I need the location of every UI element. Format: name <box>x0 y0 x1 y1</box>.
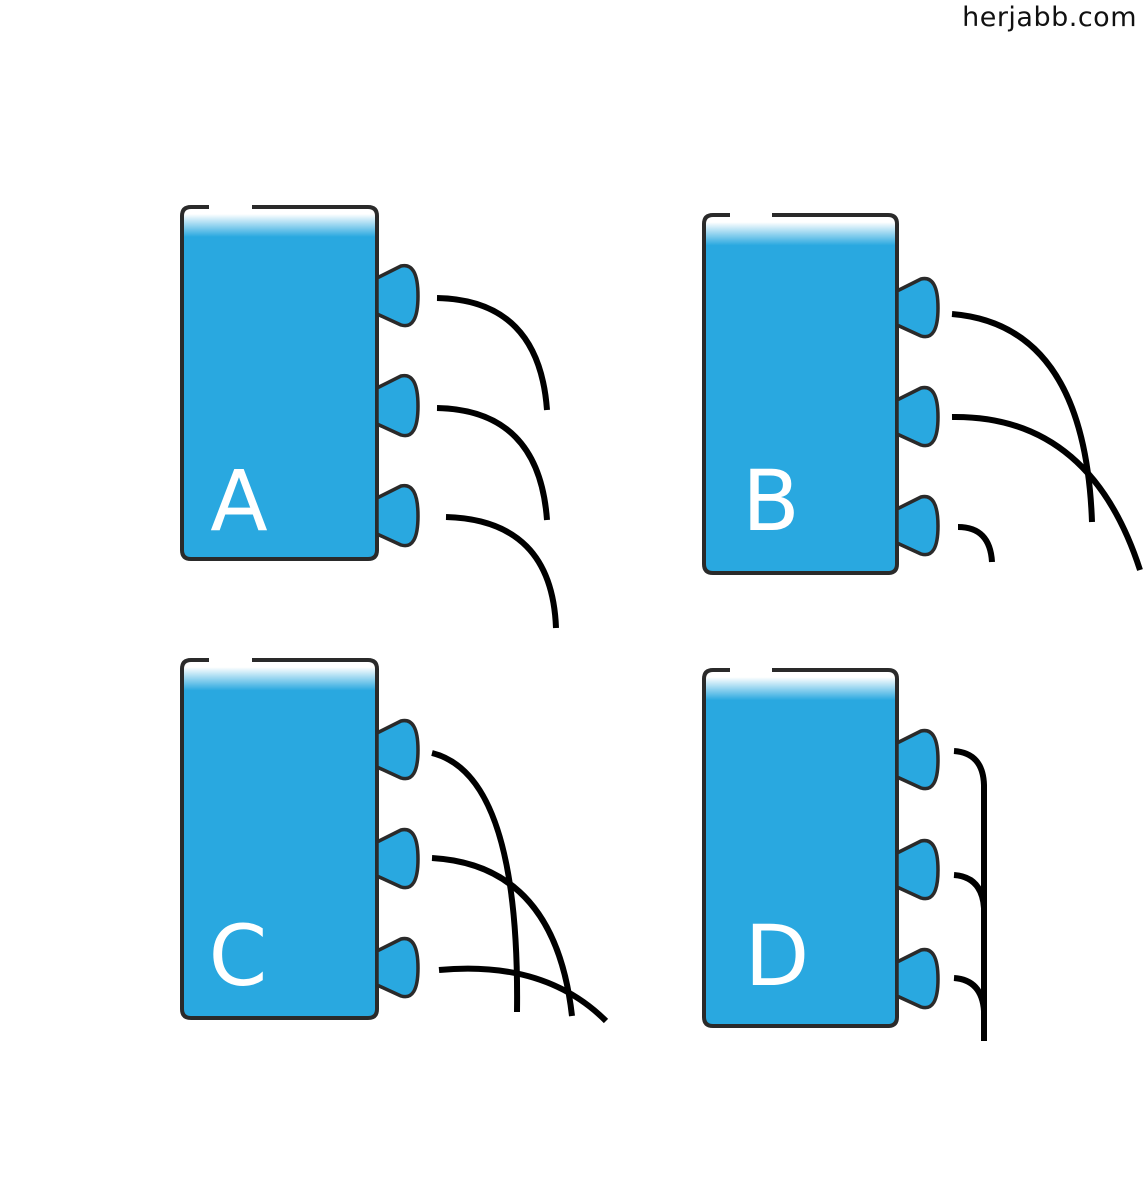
nozzle-1 <box>375 263 420 328</box>
tank-water <box>182 207 377 559</box>
tank-water <box>704 215 897 573</box>
tank-outline <box>702 668 899 1028</box>
nozzle-3 <box>895 947 940 1010</box>
stream-1 <box>953 748 987 1041</box>
tank-c: C <box>180 658 609 1024</box>
tank-water <box>704 670 897 1026</box>
nozzle-2 <box>895 385 940 448</box>
tank-a: A <box>180 205 559 629</box>
nozzle-3 <box>895 494 940 557</box>
nozzle-1 <box>375 718 420 781</box>
tank-d: D <box>702 668 987 1041</box>
nozzle-2 <box>375 373 420 438</box>
tank-label: A <box>210 452 267 550</box>
tank-label: D <box>745 907 810 1005</box>
nozzle-1 <box>895 276 940 339</box>
watermark: herjabb.com <box>962 2 1137 33</box>
tank-water <box>182 660 377 1018</box>
stream-3 <box>445 514 559 629</box>
stream-1 <box>436 295 550 411</box>
nozzle-3 <box>375 483 420 548</box>
nozzle-2 <box>375 827 420 890</box>
stream-1 <box>431 750 521 1013</box>
nozzle-3 <box>375 936 420 999</box>
stream-3 <box>438 965 609 1024</box>
tank-outline <box>180 205 379 561</box>
nozzle-1 <box>895 728 940 791</box>
tank-b: B <box>702 213 1143 575</box>
tank-label: C <box>209 907 268 1005</box>
stream-2 <box>436 405 550 521</box>
tank-outline <box>180 658 379 1020</box>
tank-outline <box>702 213 899 575</box>
stream-3 <box>953 975 987 1012</box>
nozzle-2 <box>895 838 940 901</box>
stream-2 <box>953 872 987 909</box>
stream-2 <box>951 413 1143 571</box>
stream-2 <box>431 855 575 1017</box>
tank-label: B <box>742 452 800 550</box>
stream-3 <box>957 524 995 563</box>
